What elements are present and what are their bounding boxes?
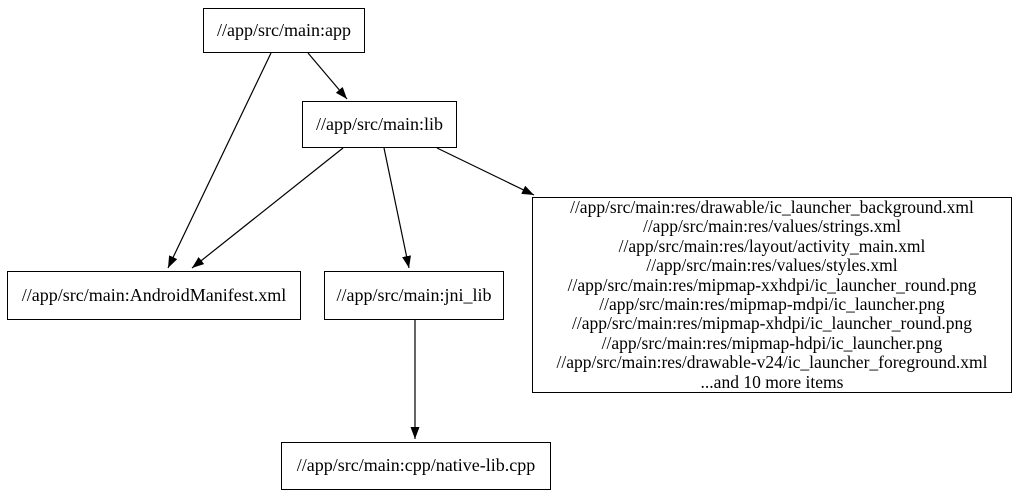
- res-group-line: //app/src/main:res/drawable-v24/ic_launc…: [556, 352, 988, 373]
- node-android-manifest-label: //app/src/main:AndroidManifest.xml: [21, 284, 287, 305]
- node-app-label: //app/src/main:app: [217, 19, 351, 40]
- node-jni-lib-label: //app/src/main:jni_lib: [336, 284, 492, 305]
- node-jni-lib: //app/src/main:jni_lib: [324, 271, 504, 320]
- res-group-line: //app/src/main:res/layout/activity_main.…: [618, 235, 926, 256]
- node-native-lib-cpp: //app/src/main:cpp/native-lib.cpp: [281, 442, 551, 490]
- edge-lib-to-manifest: [191, 147, 344, 269]
- edge-app-to-lib: [307, 52, 348, 100]
- edge-lib-to-jni-lib: [383, 147, 411, 269]
- res-group-more-items: ...and 10 more items: [700, 371, 844, 392]
- edge-lib-to-res-group: [436, 147, 535, 196]
- res-group-line: //app/src/main:res/values/strings.xml: [642, 216, 902, 237]
- res-group-line: //app/src/main:res/mipmap-mdpi/ic_launch…: [599, 294, 945, 314]
- res-group-line: //app/src/main:res/mipmap-xhdpi/ic_launc…: [572, 313, 972, 334]
- node-lib: //app/src/main:lib: [302, 101, 457, 148]
- node-android-manifest: //app/src/main:AndroidManifest.xml: [7, 271, 301, 320]
- res-group-line: //app/src/main:res/mipmap-hdpi/ic_launch…: [601, 332, 943, 353]
- node-native-lib-cpp-label: //app/src/main:cpp/native-lib.cpp: [296, 455, 536, 476]
- res-group-line: //app/src/main:res/drawable/ic_launcher_…: [570, 196, 974, 217]
- node-lib-label: //app/src/main:lib: [316, 113, 443, 134]
- node-res-group: //app/src/main:res/drawable/ic_launcher_…: [532, 197, 1012, 393]
- edge-app-to-manifest: [167, 52, 272, 269]
- res-group-line: //app/src/main:res/mipmap-xxhdpi/ic_laun…: [567, 274, 977, 295]
- res-group-line: //app/src/main:res/values/styles.xml: [646, 255, 898, 276]
- node-app: //app/src/main:app: [203, 8, 365, 53]
